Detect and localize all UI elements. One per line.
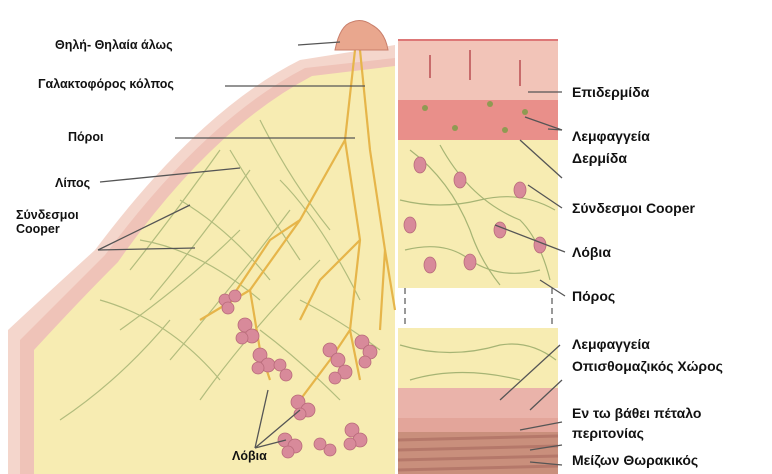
- label-ducts: Πόροι: [68, 130, 104, 144]
- epidermis-section: [398, 40, 558, 100]
- label-pectoralis-major: Μείζων Θωρακικός: [572, 452, 698, 468]
- label-duct-right: Πόρος: [572, 288, 615, 304]
- fat-section-lower: [398, 328, 558, 388]
- label-cooper-left-line1: Σύνδεσμοι: [16, 208, 79, 222]
- section-gap: [398, 288, 558, 328]
- label-lymphatics-lower: Λεμφαγγεία: [572, 336, 650, 352]
- deep-fascia: [398, 418, 558, 432]
- label-dermis: Δερμίδα: [572, 150, 627, 166]
- label-lobules-right: Λόβια: [572, 244, 611, 260]
- label-deep-fascia-line2: περιτονίας: [572, 425, 701, 441]
- label-cooper-left-line2: Cooper: [16, 222, 79, 236]
- label-cooper-ligaments-left: Σύνδεσμοι Cooper: [16, 208, 79, 237]
- label-retromammary-space: Οπισθομαζικός Χώρος: [572, 358, 723, 374]
- label-deep-fascia-line1: Εν τω βάθει πέταλο: [572, 405, 701, 421]
- label-nipple-areola: Θηλή- Θηλαία άλως: [55, 38, 173, 52]
- retromammary-space: [398, 388, 558, 418]
- label-cooper-ligaments-right: Σύνδεσμοι Cooper: [572, 200, 695, 216]
- label-fat: Λίπος: [55, 176, 90, 190]
- label-lobules-bottom: Λόβια: [232, 449, 267, 463]
- label-lactiferous-sinus: Γαλακτοφόρος κόλπος: [38, 77, 174, 91]
- label-lymphatics-top: Λεμφαγγεία: [572, 128, 650, 144]
- label-epidermis: Επιδερμίδα: [572, 84, 649, 100]
- nipple: [335, 21, 388, 50]
- pectoralis-muscle: [398, 432, 558, 474]
- label-deep-fascia: Εν τω βάθει πέταλο περιτονίας: [572, 405, 701, 441]
